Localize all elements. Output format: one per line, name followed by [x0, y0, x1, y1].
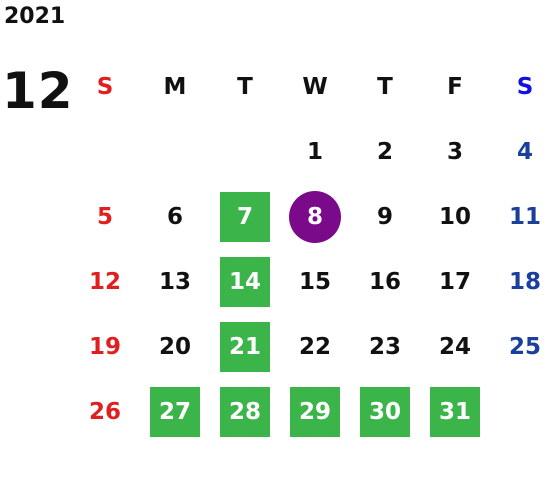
day-cell[interactable]: 27 [140, 379, 210, 444]
day-cell[interactable]: 25 [508, 333, 541, 360]
day-cell[interactable]: 28 [210, 379, 280, 444]
day-cell[interactable]: 11 [508, 203, 541, 230]
weekday-header-thu: T [377, 73, 393, 100]
day-cell[interactable]: 21 [210, 314, 280, 379]
day-cell[interactable]: 15 [298, 268, 331, 295]
calendar-grid: S M T W T F S 1 2 3 4 5 6 7 8 9 10 11 12… [70, 54, 546, 444]
day-cell[interactable]: 5 [96, 203, 113, 230]
day-cell[interactable]: 26 [88, 398, 121, 425]
day-cell [210, 119, 280, 184]
day-cell [140, 119, 210, 184]
day-cell[interactable]: 14 [210, 249, 280, 314]
day-cell[interactable]: 6 [166, 203, 183, 230]
day-cell[interactable]: 13 [158, 268, 191, 295]
weekday-header-sun: S [96, 73, 114, 100]
year-label: 2021 [4, 4, 66, 29]
day-cell[interactable]: 31 [420, 379, 490, 444]
day-cell [490, 379, 548, 444]
day-cell[interactable]: 7 [210, 184, 280, 249]
day-cell[interactable]: 1 [306, 138, 323, 165]
weekday-header-wed: W [302, 73, 328, 100]
day-cell[interactable]: 18 [508, 268, 541, 295]
day-cell[interactable]: 3 [446, 138, 463, 165]
day-cell[interactable]: 19 [88, 333, 121, 360]
day-cell[interactable]: 4 [516, 138, 533, 165]
day-cell[interactable]: 20 [158, 333, 191, 360]
day-cell [70, 119, 140, 184]
day-cell[interactable]: 22 [298, 333, 331, 360]
weekday-header-sat: S [516, 73, 534, 100]
day-cell[interactable]: 30 [350, 379, 420, 444]
day-cell[interactable]: 17 [438, 268, 471, 295]
weekday-header-mon: M [163, 73, 187, 100]
day-cell[interactable]: 12 [88, 268, 121, 295]
month-number: 12 [2, 62, 74, 120]
day-cell[interactable]: 24 [438, 333, 471, 360]
day-cell[interactable]: 10 [438, 203, 471, 230]
day-cell[interactable]: 9 [376, 203, 393, 230]
day-cell[interactable]: 16 [368, 268, 401, 295]
day-cell[interactable]: 23 [368, 333, 401, 360]
weekday-header-tue: T [237, 73, 253, 100]
day-cell[interactable]: 8 [280, 184, 350, 249]
weekday-header-fri: F [447, 73, 463, 100]
day-cell[interactable]: 29 [280, 379, 350, 444]
day-cell[interactable]: 2 [376, 138, 393, 165]
